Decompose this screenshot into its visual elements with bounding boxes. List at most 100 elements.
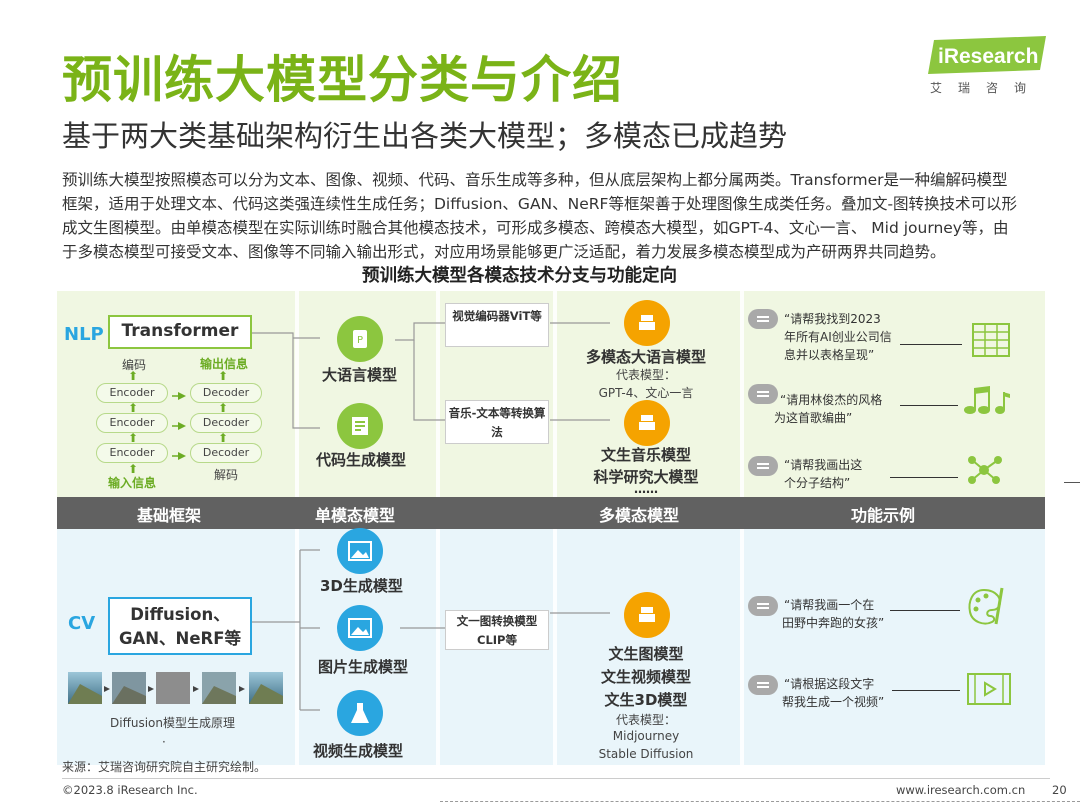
cv-rep-label: 代表模型： — [615, 713, 676, 727]
image-model-label: 图片生成模型 — [318, 658, 409, 676]
example-4-line-1: “请帮我画一个在 — [784, 598, 875, 612]
music-model-label: 文生音乐模型 — [600, 446, 691, 464]
clip-label-line-2: CLIP等 — [477, 633, 517, 647]
encoder-pill: Encoder — [96, 443, 168, 463]
arrow-up-icon: ⬆ — [218, 369, 229, 383]
video-icon — [967, 673, 1011, 705]
underline — [892, 690, 960, 691]
text-to-image-label: 文生图模型 — [608, 645, 684, 663]
multimodal-llm-label: 多模态大语言模型 — [585, 348, 706, 366]
diffusion-process-image — [68, 672, 283, 704]
cv-rep-midjourney: Midjourney — [612, 729, 680, 743]
3d-model-label: 3D生成模型 — [320, 577, 403, 595]
example-2-line-2: 为这首歌编曲” — [774, 411, 853, 425]
decoder-pill: Decoder — [190, 413, 262, 433]
underline — [900, 405, 958, 406]
molecule-icon — [968, 456, 1002, 484]
chat-bubble-icon — [748, 675, 778, 695]
output-info-label: 输出信息 — [200, 357, 249, 371]
arrow-up-icon: ⬆ — [128, 369, 139, 383]
bar-label-examples: 功能示例 — [851, 506, 916, 525]
example-3-line-1: “请帮我画出这 — [784, 458, 863, 472]
bar-label-unimodal: 单模态模型 — [315, 506, 396, 525]
text-to-video-label: 文生视频模型 — [600, 668, 691, 686]
vit-label: 视觉编码器ViT等 — [445, 303, 549, 347]
arrow-up-icon: ⬆ — [218, 431, 229, 445]
arrow-up-icon: ⬆ — [128, 462, 139, 476]
example-4-line-2: 田野中奔跑的女孩” — [782, 616, 885, 630]
image-icon — [337, 528, 383, 574]
picture-icon — [337, 605, 383, 651]
page-number: 20 — [1052, 783, 1067, 797]
underline — [890, 610, 960, 611]
science-model-label: 科学研究大模型 — [593, 468, 699, 486]
svg-text:P: P — [357, 335, 363, 346]
example-2-line-1: “请用林俊杰的风格 — [780, 393, 883, 407]
text-to-image-icon — [624, 592, 670, 638]
diffusion-box: Diffusion、 GAN、NeRF等 — [108, 597, 252, 655]
diffusion-caption: Diffusion模型生成原理 — [110, 716, 235, 730]
diagram-title: 预训练大模型各模态技术分支与功能定向 — [362, 266, 677, 286]
decoder-pill: Decoder — [190, 383, 262, 403]
bar-label-framework: 基础框架 — [137, 506, 202, 525]
underline — [890, 477, 958, 478]
music-model-icon — [624, 400, 670, 446]
caption-dot: · — [162, 735, 166, 749]
intro-paragraph: 预训练大模型按照模态可以分为文本、图像、视频、代码、音乐生成等多种，但从底层架构… — [62, 171, 1018, 261]
copyright: ©2023.8 iResearch Inc. — [62, 783, 198, 797]
input-info-label: 输入信息 — [108, 476, 157, 490]
multimodal-llm-icon — [624, 300, 670, 346]
encode-label: 编码 — [122, 358, 147, 372]
cv-tag: CV — [68, 613, 96, 634]
diffusion-box-line-2: GAN、NeRF等 — [118, 629, 242, 648]
code-icon — [337, 403, 383, 449]
encoder-pill: Encoder — [96, 413, 168, 433]
flask-icon — [337, 690, 383, 736]
palette-icon — [968, 587, 1004, 625]
diffusion-box-line-1: Diffusion、 — [130, 605, 230, 624]
chat-bubble-icon — [748, 456, 778, 476]
transformer-box: Transformer — [108, 315, 252, 349]
music-note-icon — [964, 386, 1010, 414]
encoder-pill: Encoder — [96, 383, 168, 403]
chat-bubble-icon — [748, 384, 778, 404]
website-link[interactable]: www.iresearch.com.cn — [896, 783, 1026, 797]
clip-label-line-1: 文一图转换模型 — [456, 614, 538, 628]
example-3-line-2: 个分子结构” — [784, 476, 851, 490]
table-icon — [972, 323, 1010, 357]
bar-label-multimodal: 多模态模型 — [599, 506, 680, 525]
arrow-up-icon: ⬆ — [128, 431, 139, 445]
page-subtitle: 基于两大类基础架构衍生出各类大模型；多模态已成趋势 — [62, 119, 788, 153]
decode-label: 解码 — [214, 468, 239, 482]
text-to-3d-label: 文生3D模型 — [604, 691, 688, 709]
diffusion-image-strip — [68, 670, 283, 706]
iresearch-logo: iResearch — [928, 36, 1046, 74]
footer-divider — [62, 778, 1050, 779]
example-5-line-1: “请根据这段文字 — [784, 677, 875, 691]
arrow-up-icon: ⬆ — [218, 401, 229, 415]
chat-bubble-icon — [748, 596, 778, 616]
multimodal-llm-examples: GPT-4、文心一言 — [598, 386, 694, 400]
dashed-divider — [440, 801, 1080, 802]
example-1-line-1: “请帮我找到2023 — [784, 312, 881, 326]
chat-bubble-icon — [748, 309, 778, 329]
nlp-tag: NLP — [64, 324, 104, 345]
llm-label: 大语言模型 — [322, 366, 398, 384]
cv-rep-stable-diffusion: Stable Diffusion — [598, 747, 694, 761]
music-algo-label: 音乐-文本等转换算法 — [445, 400, 549, 444]
example-5-line-2: 帮我生成一个视频” — [782, 695, 885, 709]
code-model-label: 代码生成模型 — [316, 451, 407, 469]
video-model-label: 视频生成模型 — [313, 742, 404, 760]
clip-label: 文一图转换模型 CLIP等 — [445, 610, 549, 650]
example-1-line-3: 息并以表格呈现” — [784, 348, 875, 362]
decoder-pill: Decoder — [190, 443, 262, 463]
edge-mark — [1064, 482, 1080, 483]
logo-subtitle: 艾瑞咨询 — [930, 81, 1043, 95]
ellipsis: …… — [634, 482, 658, 496]
source-note: 来源：艾瑞咨询研究院自主研究绘制。 — [62, 760, 267, 774]
category-bar: 基础框架 单模态模型 多模态模型 功能示例 — [57, 497, 1045, 529]
example-1-line-2: 年所有AI创业公司信 — [784, 330, 892, 344]
underline — [900, 344, 962, 345]
arrow-up-icon: ⬆ — [128, 401, 139, 415]
svg-text:iResearch: iResearch — [938, 45, 1038, 68]
